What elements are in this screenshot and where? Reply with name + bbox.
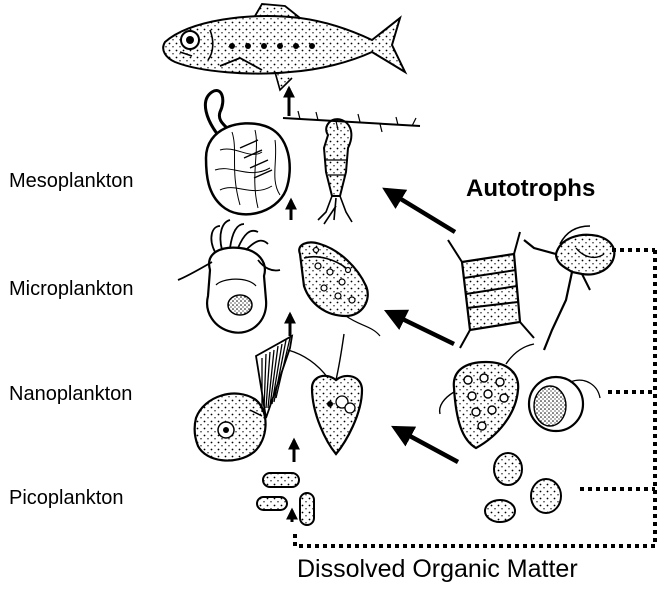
copepod-icon <box>283 111 420 224</box>
picoplankton-label: Picoplankton <box>9 487 124 510</box>
radiolarian-icon <box>206 123 290 214</box>
picophytoplankton-icon <box>485 453 561 522</box>
coccoid-cell-icon <box>529 377 600 431</box>
autotroph-arrows <box>386 190 458 462</box>
rotifer-icon <box>178 220 280 333</box>
tintinnid-icon <box>299 242 380 336</box>
cryptophyte-icon <box>440 344 534 448</box>
autotrophs-label: Autotrophs <box>466 175 595 203</box>
bacteria-icon <box>257 473 314 525</box>
fish-icon <box>163 4 405 90</box>
diatom-icon <box>448 232 534 348</box>
dom-label: Dissolved Organic Matter <box>297 555 578 584</box>
dinoflagellate-icon <box>524 226 614 350</box>
upward-arrows <box>289 88 294 522</box>
nanoplankton-label: Nanoplankton <box>9 383 132 406</box>
microplankton-label: Microplankton <box>9 278 134 301</box>
choanoflagellate-icon <box>195 336 292 461</box>
mesoplankton-label: Mesoplankton <box>9 170 134 193</box>
heterotrophic-flagellate-icon <box>288 334 362 454</box>
